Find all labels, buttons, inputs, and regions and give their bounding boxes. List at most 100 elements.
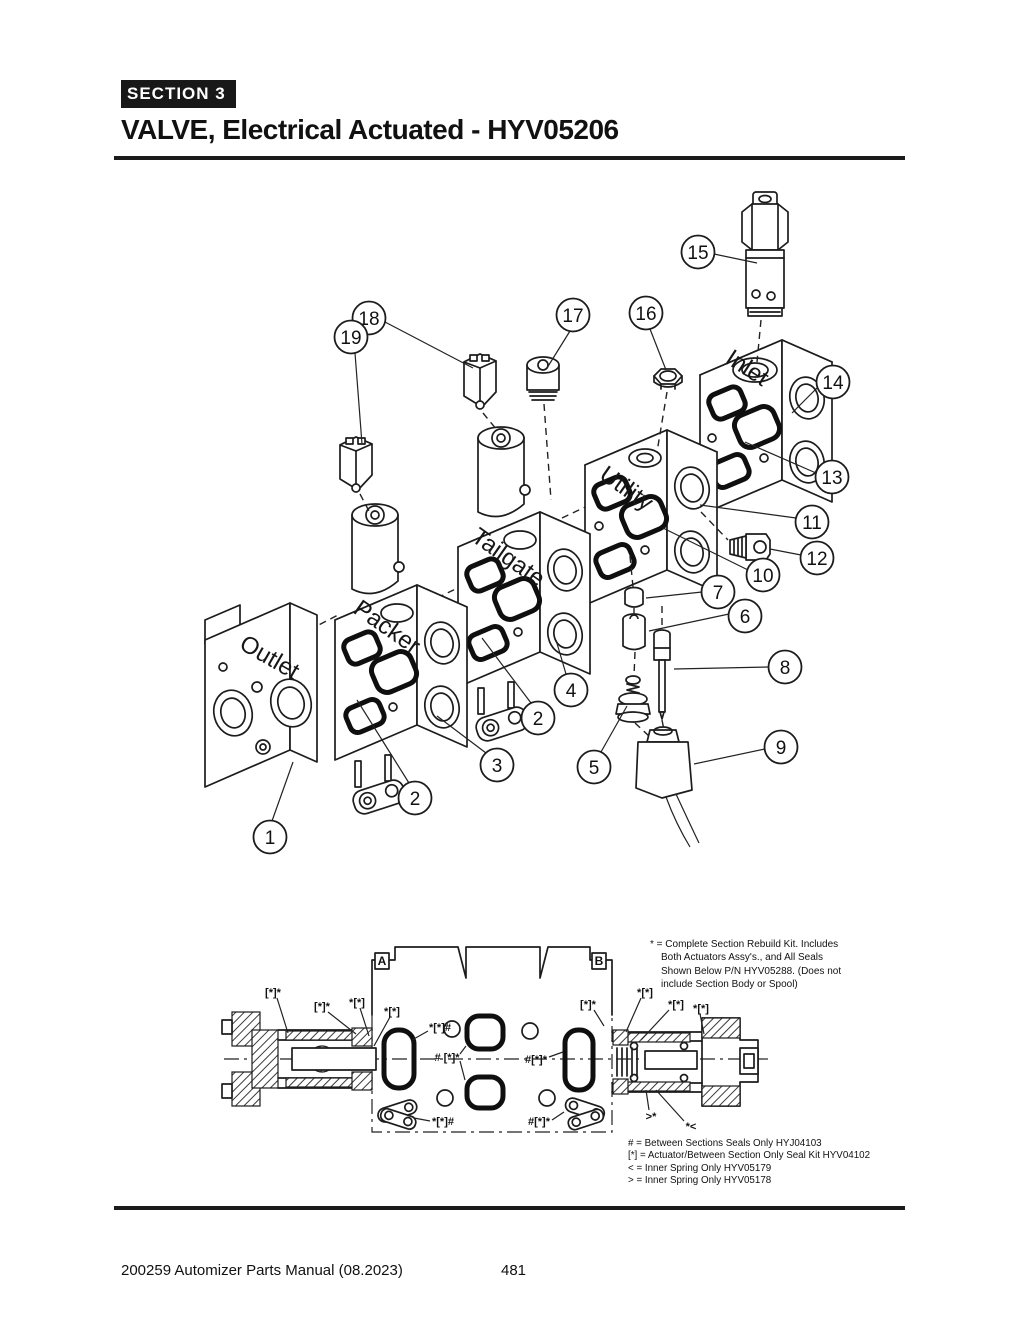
rebuild-kit-note: * = Complete Section Rebuild Kit. Includ… <box>650 938 842 992</box>
page-footer: 200259 Automizer Parts Manual (08.2023) … <box>121 1262 904 1279</box>
svg-text:[*]*: [*]* <box>314 1001 331 1013</box>
callout-11: 11 <box>794 504 830 540</box>
callout-16: 16 <box>628 295 664 331</box>
svg-text:2: 2 <box>533 709 544 730</box>
detent-pin-8 <box>653 629 671 720</box>
callout-leaders <box>271 253 819 822</box>
solenoid-cartridge-18 <box>463 353 497 410</box>
svg-text:17: 17 <box>562 306 583 327</box>
annotation-symbols: [*]* [*]* *[*] *[*] *[*]# # [*]* *[*]# [… <box>265 987 709 1133</box>
callout-1: 1 <box>252 819 288 855</box>
exploded-dash-lines <box>359 319 762 738</box>
svg-text:>*: >* <box>646 1111 657 1123</box>
utility-section <box>584 429 718 606</box>
left-cap-assembly <box>221 1011 377 1107</box>
callout-15: 15 <box>680 234 716 270</box>
section-badge: SECTION 3 <box>121 80 236 108</box>
spring-retainer-5 <box>615 675 651 723</box>
spool-stop-6 <box>622 613 646 651</box>
callout-9: 9 <box>763 729 799 765</box>
annotation-leaders <box>276 997 705 1122</box>
svg-text:4: 4 <box>566 681 577 702</box>
svg-text:#[*]*: #[*]* <box>528 1116 551 1128</box>
callout-13: 13 <box>814 459 850 495</box>
svg-text:1: 1 <box>265 828 276 849</box>
callout-10: 10 <box>745 557 781 593</box>
svg-text:*[*]: *[*] <box>384 1006 400 1018</box>
svg-text:12: 12 <box>806 549 827 570</box>
svg-text:10: 10 <box>752 566 773 587</box>
page-number: 481 <box>501 1262 527 1279</box>
svg-text:*[*]: *[*] <box>693 1003 709 1015</box>
callout-5: 5 <box>576 749 612 785</box>
callout-2a: 2 <box>397 780 433 816</box>
callouts: 1 2 3 2 4 5 7 6 8 9 10 11 12 13 14 15 16… <box>252 234 851 855</box>
page-title: VALVE, Electrical Actuated - HYV05206 <box>121 114 619 145</box>
svg-text:[*]*: [*]* <box>580 999 597 1011</box>
svg-text:5: 5 <box>589 758 600 779</box>
rebuild-kit-note-line: include Section Body or Spool) <box>661 979 798 991</box>
outlet-section <box>204 602 318 788</box>
svg-text:16: 16 <box>635 304 656 325</box>
page-header: SECTION 3 VALVE, Electrical Actuated - H… <box>121 80 619 146</box>
inlet-section <box>699 339 833 516</box>
callout-19: 19 <box>333 319 369 355</box>
callout-2b: 2 <box>520 700 556 736</box>
exploded-view: Outlet Packer Tailgate Utility Inlet <box>204 191 851 855</box>
svg-text:18: 18 <box>358 309 379 330</box>
callout-4: 4 <box>553 672 589 708</box>
footer-rule <box>114 1206 905 1210</box>
callout-12: 12 <box>799 540 835 576</box>
rebuild-kit-note-line: Shown Below P/N HYV05288. (Does not <box>661 965 842 977</box>
seal-legend-line: > = Inner Spring Only HYV05178 <box>628 1175 772 1187</box>
packer-actuator-tower <box>351 503 405 595</box>
callout-14: 14 <box>815 364 851 400</box>
svg-text:*[*]#: *[*]# <box>432 1116 454 1128</box>
svg-text:*<: *< <box>686 1121 697 1133</box>
view-label-b: B <box>595 954 604 968</box>
svg-text:*[*]: *[*] <box>637 987 653 999</box>
section-body: A B <box>371 946 613 1133</box>
svg-text:*[*]: *[*] <box>349 997 365 1009</box>
footer-manual-title: 200259 Automizer Parts Manual (08.2023) <box>121 1262 403 1279</box>
cross-section-view: A B <box>221 946 768 1133</box>
svg-text:11: 11 <box>802 513 822 534</box>
svg-text:8: 8 <box>780 658 791 679</box>
svg-text:13: 13 <box>821 468 842 489</box>
tailgate-section <box>457 511 591 742</box>
callout-3: 3 <box>479 747 515 783</box>
callout-6: 6 <box>727 598 763 634</box>
svg-text:[*]*: [*]* <box>265 987 282 999</box>
svg-text:14: 14 <box>822 373 844 394</box>
svg-text:19: 19 <box>340 328 361 349</box>
svg-text:# [*]*: # [*]* <box>434 1052 460 1064</box>
callout-8: 8 <box>767 649 803 685</box>
seal-legend: # = Between Sections Seals Only HYJ04103… <box>628 1138 870 1188</box>
spool-cap-7 <box>624 586 644 608</box>
right-actuator-assembly <box>611 1017 759 1107</box>
svg-text:3: 3 <box>492 756 503 777</box>
seal-legend-line: < = Inner Spring Only HYV05179 <box>628 1162 772 1174</box>
seal-legend-line: [*] = Actuator/Between Section Only Seal… <box>628 1150 871 1162</box>
svg-text:*[*]#: *[*]# <box>429 1022 451 1034</box>
svg-text:6: 6 <box>740 607 751 628</box>
rebuild-kit-note-line: Both Actuators Assy's., and All Seals <box>661 952 823 964</box>
svg-text:15: 15 <box>687 243 708 264</box>
rebuild-kit-note-line: * = Complete Section Rebuild Kit. Includ… <box>650 939 839 950</box>
header-rule <box>114 156 905 160</box>
tailgate-actuator-tower <box>477 426 531 518</box>
fitting-12 <box>729 533 771 561</box>
svg-text:7: 7 <box>713 583 724 604</box>
solenoid-coil-9 <box>635 726 700 848</box>
plug-17 <box>526 356 560 401</box>
view-label-a: A <box>378 954 387 968</box>
relief-valve-15 <box>741 191 789 317</box>
callout-17: 17 <box>555 297 591 333</box>
solenoid-cartridge-19 <box>339 436 373 493</box>
callout-7: 7 <box>700 574 736 610</box>
nut-16 <box>653 368 683 390</box>
svg-text:9: 9 <box>776 738 787 759</box>
svg-text:#[*]*: #[*]* <box>525 1054 548 1066</box>
